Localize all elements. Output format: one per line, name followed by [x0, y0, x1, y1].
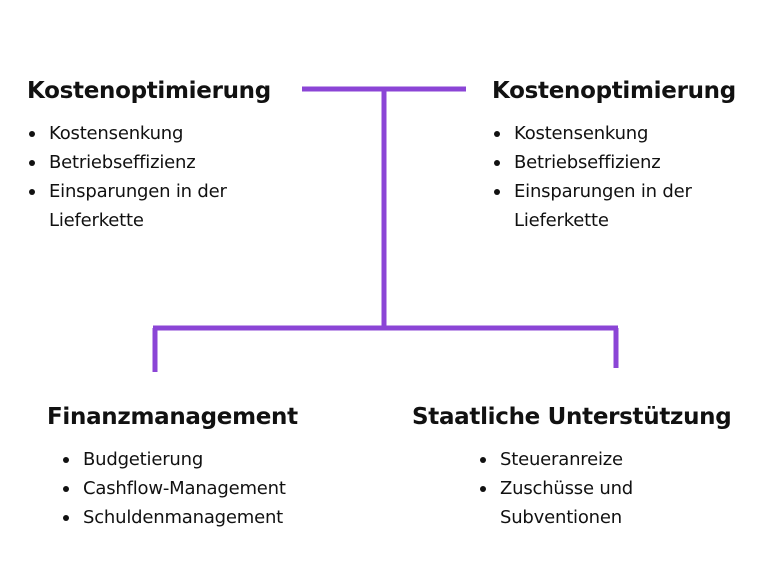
block-finanzmanagement: Finanzmanagement Budgetierung Cashflow-M…	[47, 403, 347, 532]
bullet-list: Kostensenkung Betriebseffizienz Einsparu…	[492, 119, 722, 235]
bullet-text: Cashflow-Management	[83, 478, 286, 499]
bullet-dot-icon	[494, 189, 500, 195]
bullet-text: Steueranreize	[500, 449, 623, 470]
block-staatliche-unterstuetzung: Staatliche Unterstützung Steueranreize Z…	[412, 403, 762, 532]
bullet-text: Einsparungen in der Lieferkette	[49, 181, 227, 231]
bullet-dot-icon	[480, 486, 486, 492]
bullet-text: Einsparungen in der Lieferkette	[514, 181, 692, 231]
bullet-item: Schuldenmanagement	[61, 503, 347, 532]
bullet-dot-icon	[29, 160, 35, 166]
bullet-item: Budgetierung	[61, 445, 347, 474]
bullet-item: Einsparungen in der Lieferkette	[492, 177, 722, 235]
block-title: Staatliche Unterstützung	[412, 404, 732, 430]
bullet-text: Budgetierung	[83, 449, 204, 470]
bullet-text: Betriebseffizienz	[49, 152, 196, 173]
block-kostenoptimierung-right: Kostenoptimierung Kostensenkung Betriebs…	[492, 77, 754, 235]
bullet-dot-icon	[63, 515, 69, 521]
bullet-dot-icon	[63, 457, 69, 463]
bullet-item: Einsparungen in der Lieferkette	[27, 177, 277, 235]
bullet-item: Kostensenkung	[492, 119, 722, 148]
bullet-dot-icon	[480, 457, 486, 463]
block-title: Finanzmanagement	[47, 404, 298, 430]
block-kostenoptimierung-left: Kostenoptimierung Kostensenkung Betriebs…	[27, 77, 307, 235]
bullet-dot-icon	[63, 486, 69, 492]
bullet-text: Zuschüsse und Subventionen	[500, 478, 634, 528]
bullet-text: Kostensenkung	[514, 123, 649, 144]
bullet-dot-icon	[494, 131, 500, 137]
bullet-list: Steueranreize Zuschüsse und Subventionen	[478, 445, 678, 532]
bullet-item: Zuschüsse und Subventionen	[478, 474, 678, 532]
bullet-dot-icon	[29, 189, 35, 195]
block-title: Kostenoptimierung	[492, 78, 736, 104]
bullet-item: Steueranreize	[478, 445, 678, 474]
bullet-dot-icon	[29, 131, 35, 137]
bullet-item: Betriebseffizienz	[27, 148, 277, 177]
bullet-dot-icon	[494, 160, 500, 166]
bullet-item: Kostensenkung	[27, 119, 277, 148]
bullet-list: Kostensenkung Betriebseffizienz Einsparu…	[27, 119, 277, 235]
bullet-item: Cashflow-Management	[61, 474, 347, 503]
block-title: Kostenoptimierung	[27, 78, 271, 104]
bullet-text: Betriebseffizienz	[514, 152, 661, 173]
bullet-text: Kostensenkung	[49, 123, 184, 144]
bullet-list: Budgetierung Cashflow-Management Schulde…	[61, 445, 347, 532]
bullet-item: Betriebseffizienz	[492, 148, 722, 177]
bullet-text: Schuldenmanagement	[83, 507, 284, 528]
